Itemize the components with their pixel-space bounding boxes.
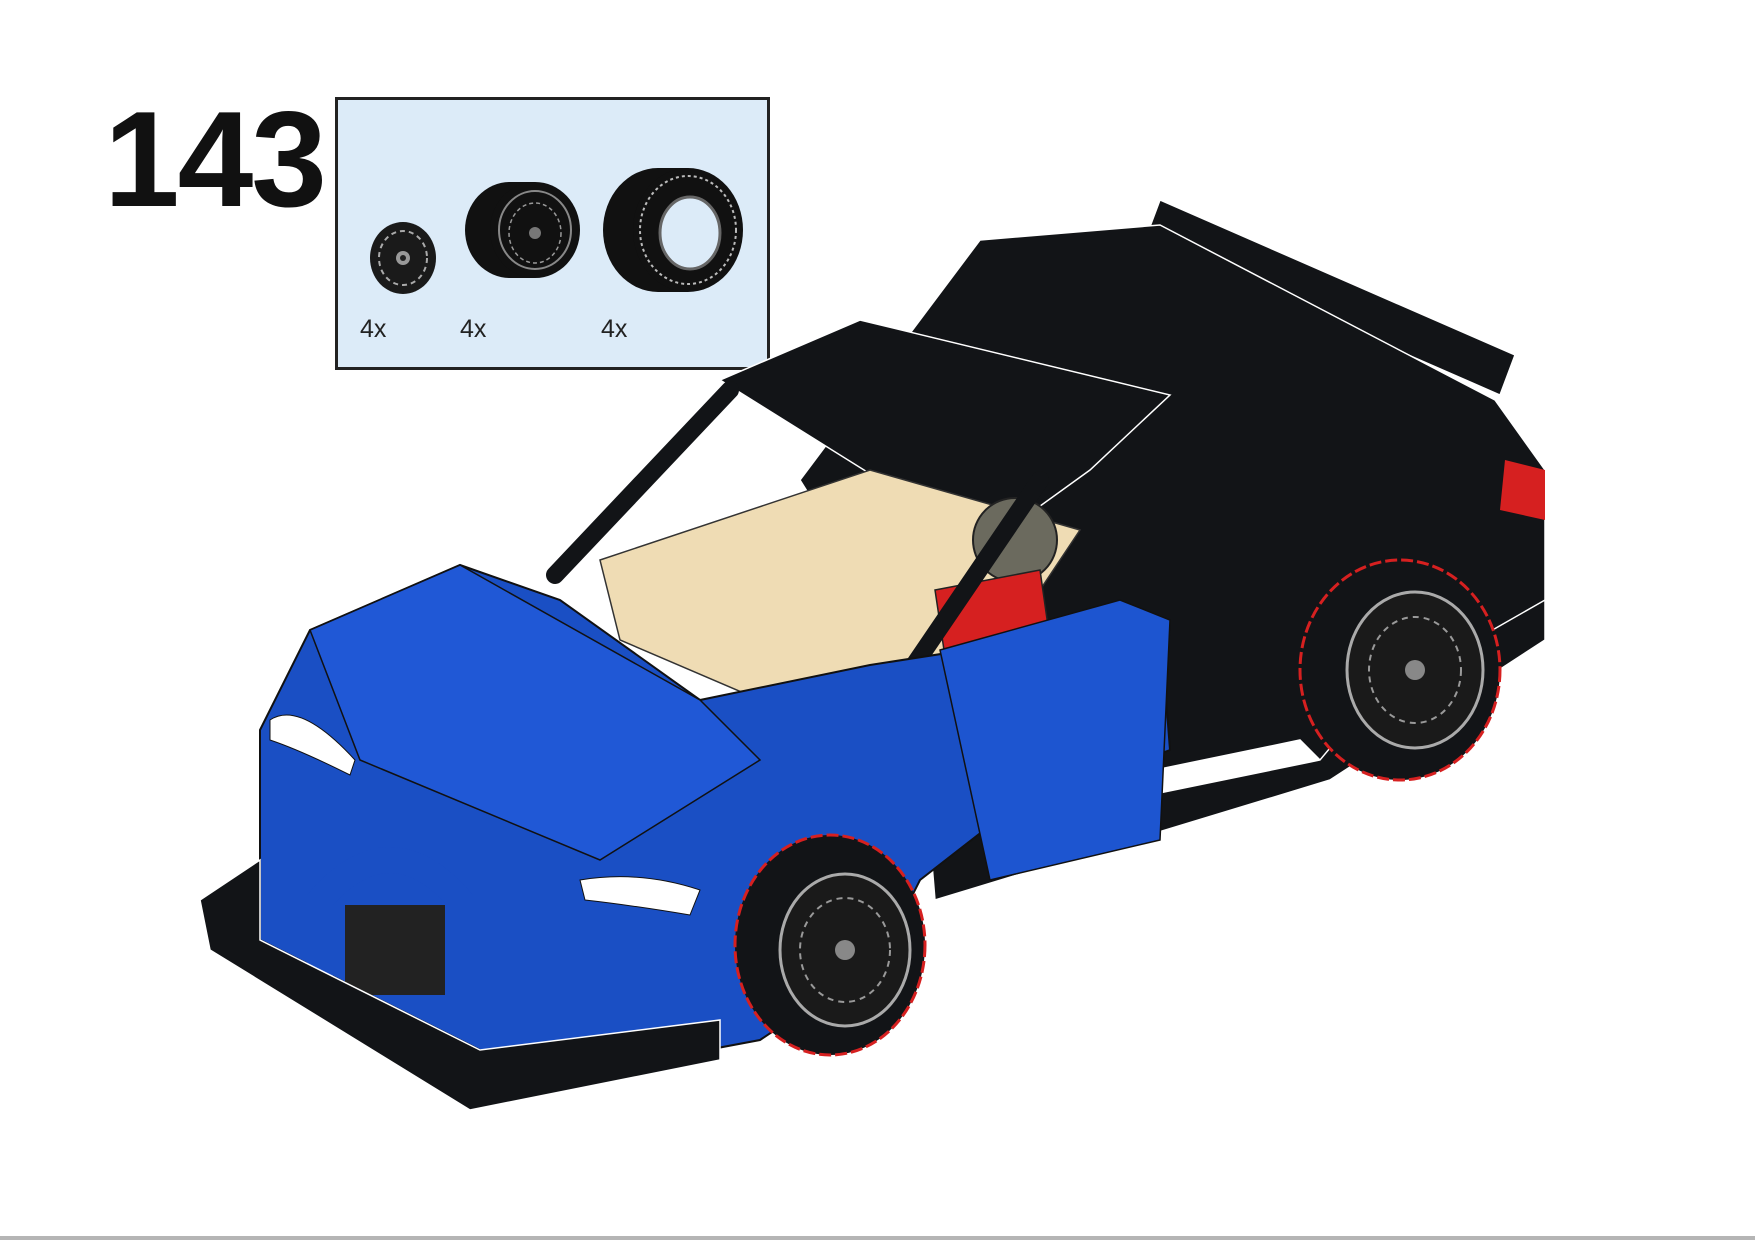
headlight-left	[269, 714, 356, 776]
page-bottom-border	[0, 1236, 1755, 1240]
rim-quantity: 4x	[360, 315, 387, 343]
wheel-quantity: 4x	[460, 315, 487, 343]
grille-arch	[307, 847, 473, 1010]
tail-light	[1500, 460, 1545, 520]
rim-part-icon	[370, 222, 436, 294]
hood	[309, 564, 762, 861]
grille	[345, 905, 445, 995]
tire-part-icon	[603, 168, 743, 292]
headlight-right	[579, 876, 701, 916]
front-splitter	[199, 858, 721, 1111]
roll-bar	[546, 381, 739, 584]
wheel-part-icon	[465, 182, 580, 278]
parts-callout: 4x 4x 4x	[335, 97, 770, 370]
tire-quantity: 4x	[601, 315, 628, 343]
rear-wheel	[1298, 558, 1502, 782]
front-wheel	[733, 833, 927, 1057]
door-panel	[939, 599, 1171, 881]
step-number: 143	[104, 83, 327, 235]
